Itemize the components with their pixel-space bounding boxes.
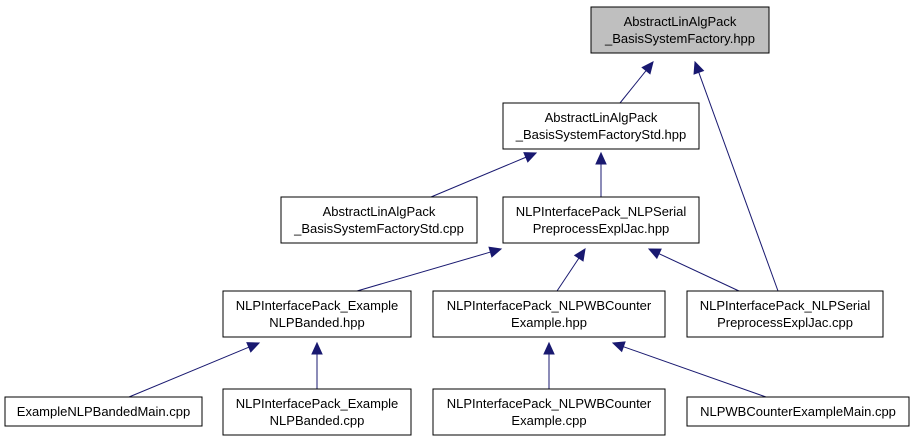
edge-line (356, 251, 491, 292)
edge-nlp_serial_preprocess_expl_jac_hpp-to-basis_system_factory_std_hpp (595, 151, 607, 197)
node-label-line: NLPInterfacePack_NLPSerial (516, 204, 687, 219)
node-box (502, 196, 700, 244)
node-box (432, 290, 666, 338)
node-label-line: _BasisSystemFactory.hpp (604, 31, 755, 46)
edge-arrowhead (693, 60, 705, 75)
node-label-line: NLPBanded.hpp (269, 315, 364, 330)
edge-arrowhead (647, 248, 662, 260)
node-box (590, 6, 770, 54)
node-label-line: ExampleNLPBandedMain.cpp (17, 404, 190, 419)
node-label-line: NLPBanded.cpp (270, 413, 365, 428)
edge-arrowhead (611, 341, 626, 353)
edge-line (556, 257, 580, 292)
edge-nlp_serial_preprocess_expl_jac_cpp-to-basis_system_factory_hpp (693, 60, 779, 292)
node-label-line: AbstractLinAlgPack (545, 110, 658, 125)
edge-line (128, 346, 250, 398)
edge-arrowhead (488, 246, 503, 258)
edge-line (619, 70, 647, 104)
edge-line (430, 156, 527, 198)
node-box (280, 196, 478, 244)
edge-line (698, 72, 779, 292)
node-nlpwb-counter-example-main-cpp[interactable]: NLPWBCounterExampleMain.cpp (686, 396, 910, 427)
node-label-line: NLPInterfacePack_NLPWBCounter (447, 396, 652, 411)
edge-basis_system_factory_std_cpp-to-basis_system_factory_std_hpp (430, 152, 538, 198)
node-label-line: NLPInterfacePack_NLPSerial (700, 298, 871, 313)
edge-arrowhead (246, 342, 261, 353)
edge-basis_system_factory_std_hpp-to-basis_system_factory_hpp (619, 61, 654, 104)
node-box (686, 396, 910, 427)
node-label-line: NLPWBCounterExampleMain.cpp (700, 404, 896, 419)
edges-layer (128, 60, 779, 398)
node-label-line: AbstractLinAlgPack (323, 204, 436, 219)
node-label-line: _BasisSystemFactoryStd.hpp (515, 127, 687, 142)
nodes-layer: AbstractLinAlgPack _BasisSystemFactory.hp… (4, 6, 910, 436)
edge-arrowhead (523, 152, 538, 163)
node-basis-system-factory-std-hpp[interactable]: AbstractLinAlgPack _BasisSystemFactoryStd… (502, 102, 700, 150)
node-example-nlp-banded-cpp[interactable]: NLPInterfacePack_ExampleNLPBanded.cpp (222, 388, 412, 436)
node-box (222, 388, 412, 436)
node-nlp-serial-preprocess-expl-jac-hpp[interactable]: NLPInterfacePack_NLPSerialPreprocessExpl… (502, 196, 700, 244)
node-label-line: Example.hpp (511, 315, 587, 330)
node-basis-system-factory-std-cpp[interactable]: AbstractLinAlgPack _BasisSystemFactoryStd… (280, 196, 478, 244)
edge-arrowhead (595, 151, 607, 165)
node-box (432, 388, 666, 436)
edge-arrowhead (543, 341, 555, 355)
node-label-line: Example.cpp (511, 413, 586, 428)
edge-arrowhead (641, 61, 654, 75)
edge-line (623, 346, 767, 398)
edge-nlpwb_counter_example_cpp-to-nlpwb_counter_example_hpp (543, 341, 555, 389)
node-label-line: NLPInterfacePack_NLPWBCounter (447, 298, 652, 313)
edge-arrowhead (573, 247, 586, 262)
node-label-line: NLPInterfacePack_Example (236, 298, 399, 313)
node-box (222, 290, 412, 338)
node-nlp-serial-preprocess-expl-jac-cpp[interactable]: NLPInterfacePack_NLPSerialPreprocessExpl… (686, 290, 884, 338)
edge-line (658, 253, 740, 292)
edge-nlp_serial_preprocess_expl_jac_cpp-to-nlp_serial_preprocess_expl_jac_hpp (647, 248, 740, 292)
node-box (686, 290, 884, 338)
node-label-line: AbstractLinAlgPack (624, 14, 737, 29)
edge-example_nlp_banded_cpp-to-example_nlp_banded_hpp (311, 341, 323, 389)
node-label-line: _BasisSystemFactoryStd.cpp (293, 221, 464, 236)
edge-nlpwb_counter_example_main_cpp-to-nlpwb_counter_example_hpp (611, 341, 767, 398)
node-example-nlp-banded-hpp[interactable]: NLPInterfacePack_ExampleNLPBanded.hpp (222, 290, 412, 338)
edge-example_nlp_banded_main_cpp-to-example_nlp_banded_hpp (128, 342, 261, 398)
node-label-line: NLPInterfacePack_Example (236, 396, 399, 411)
node-nlpwb-counter-example-cpp[interactable]: NLPInterfacePack_NLPWBCounterExample.cpp (432, 388, 666, 436)
node-nlpwb-counter-example-hpp[interactable]: NLPInterfacePack_NLPWBCounterExample.hpp (432, 290, 666, 338)
edge-nlpwb_counter_example_hpp-to-nlp_serial_preprocess_expl_jac_hpp (556, 247, 586, 292)
node-box (502, 102, 700, 150)
edge-arrowhead (311, 341, 323, 355)
node-box (4, 396, 203, 427)
node-basis-system-factory-hpp: AbstractLinAlgPack _BasisSystemFactory.hp… (590, 6, 770, 54)
node-example-nlp-banded-main-cpp[interactable]: ExampleNLPBandedMain.cpp (4, 396, 203, 427)
edge-example_nlp_banded_hpp-to-nlp_serial_preprocess_expl_jac_hpp (356, 246, 503, 292)
node-label-line: PreprocessExplJac.hpp (533, 221, 670, 236)
node-label-line: PreprocessExplJac.cpp (717, 315, 853, 330)
